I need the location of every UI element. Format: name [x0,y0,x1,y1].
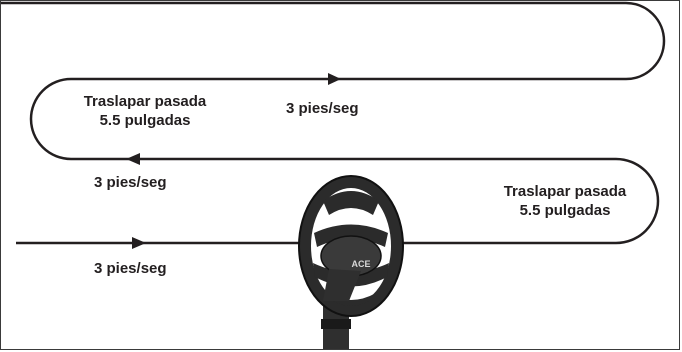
arrow-right-top [328,73,341,85]
overlap-label-top-line1: Traslapar pasada [83,93,207,110]
overlap-label-right-line1: Traslapar pasada [503,183,627,200]
sweep-path [1,1,666,245]
metal-detector: ACE [298,175,404,349]
coil-brand-label: ACE [351,259,370,269]
arrow-left-middle [126,153,140,165]
overlap-label-right: Traslapar pasada 5.5 pulgadas [479,182,651,220]
speed-label-middle: 3 pies/seg [94,174,167,191]
overlap-label-top-line2: 5.5 pulgadas [99,112,191,129]
shaft-collar [321,319,351,329]
speed-label-top: 3 pies/seg [286,100,359,117]
overlap-label-right-line2: 5.5 pulgadas [519,202,611,219]
overlap-label-top: Traslapar pasada 5.5 pulgadas [61,92,229,130]
speed-label-bottom: 3 pies/seg [94,260,167,277]
arrow-right-bottom [132,237,146,249]
